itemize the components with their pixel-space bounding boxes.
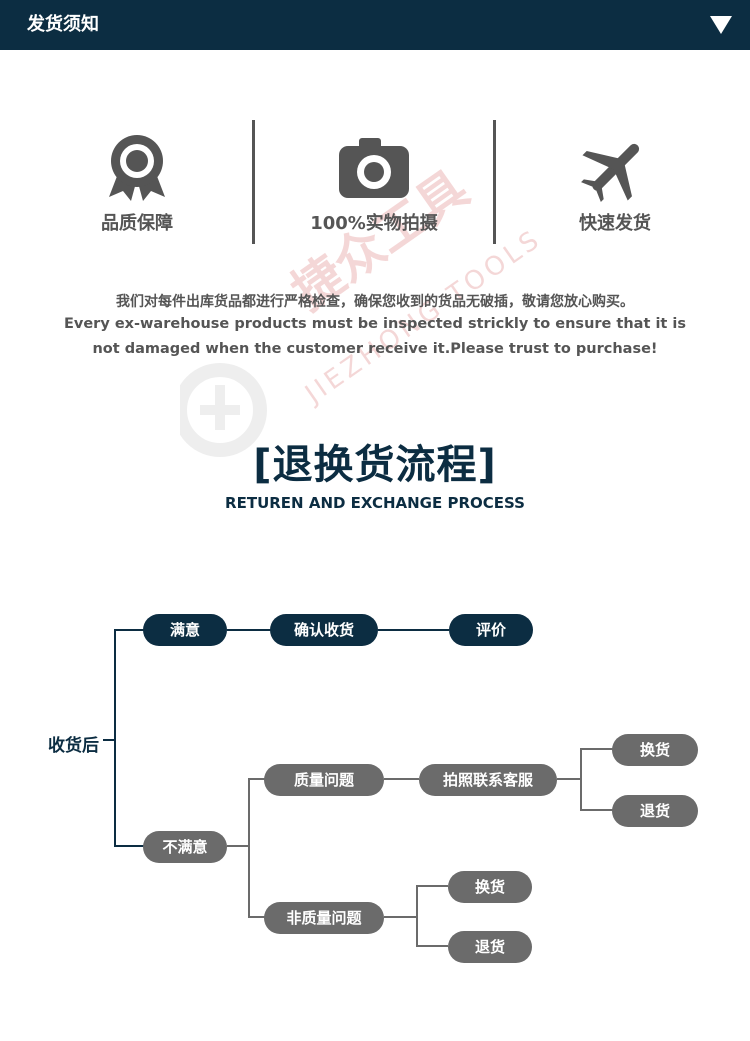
node-review: 评价 [449,614,533,646]
airplane-icon [581,143,640,202]
award-badge-icon [109,134,165,201]
flow-root-label: 收货后 [48,736,99,756]
feature-divider [493,120,496,244]
connector-unsatisfied-branches [227,778,265,918]
feature-quality: 品质保障 [57,130,217,235]
description-en-line1: Every ex-warehouse products must be insp… [63,316,686,332]
connector-photo-options [557,748,614,811]
feature-divider [252,120,255,244]
description-cn: 我们对每件出库货品都进行严格检查，确保您收到的货品无破插，敬请您放心购买。 [116,294,634,310]
header-title: 发货须知 [27,14,99,35]
feature-label: 100%实物拍摄 [310,213,438,234]
node-return-nonquality: 退货 [448,931,532,963]
feature-fast-shipping: 快速发货 [535,130,695,235]
connector-nonquality-options [384,885,448,947]
feature-label: 快速发货 [579,213,651,234]
connector-root-satisfied [114,629,145,847]
node-unsatisfied: 不满意 [143,831,227,863]
node-non-quality-issue: 非质量问题 [264,902,384,934]
node-satisfied: 满意 [143,614,227,646]
section-title-cn: [退换货流程] [253,442,497,488]
camera-icon [339,137,409,198]
description-en-line2: not damaged when the customer receive it… [92,341,658,357]
node-photo-contact: 拍照联系客服 [419,764,557,796]
node-exchange-quality: 换货 [612,734,698,766]
node-confirm-receipt: 确认收货 [270,614,378,646]
section-title-en: RETUREN AND EXCHANGE PROCESS [225,494,525,512]
header-bar: 发货须知 [0,0,750,50]
feature-real-photo: 100%实物拍摄 [294,130,454,235]
feature-label: 品质保障 [101,213,173,234]
triangle-down-icon[interactable] [710,16,732,34]
node-quality-issue: 质量问题 [264,764,384,796]
node-exchange-nonquality: 换货 [448,871,532,903]
node-return-quality: 退货 [612,795,698,827]
